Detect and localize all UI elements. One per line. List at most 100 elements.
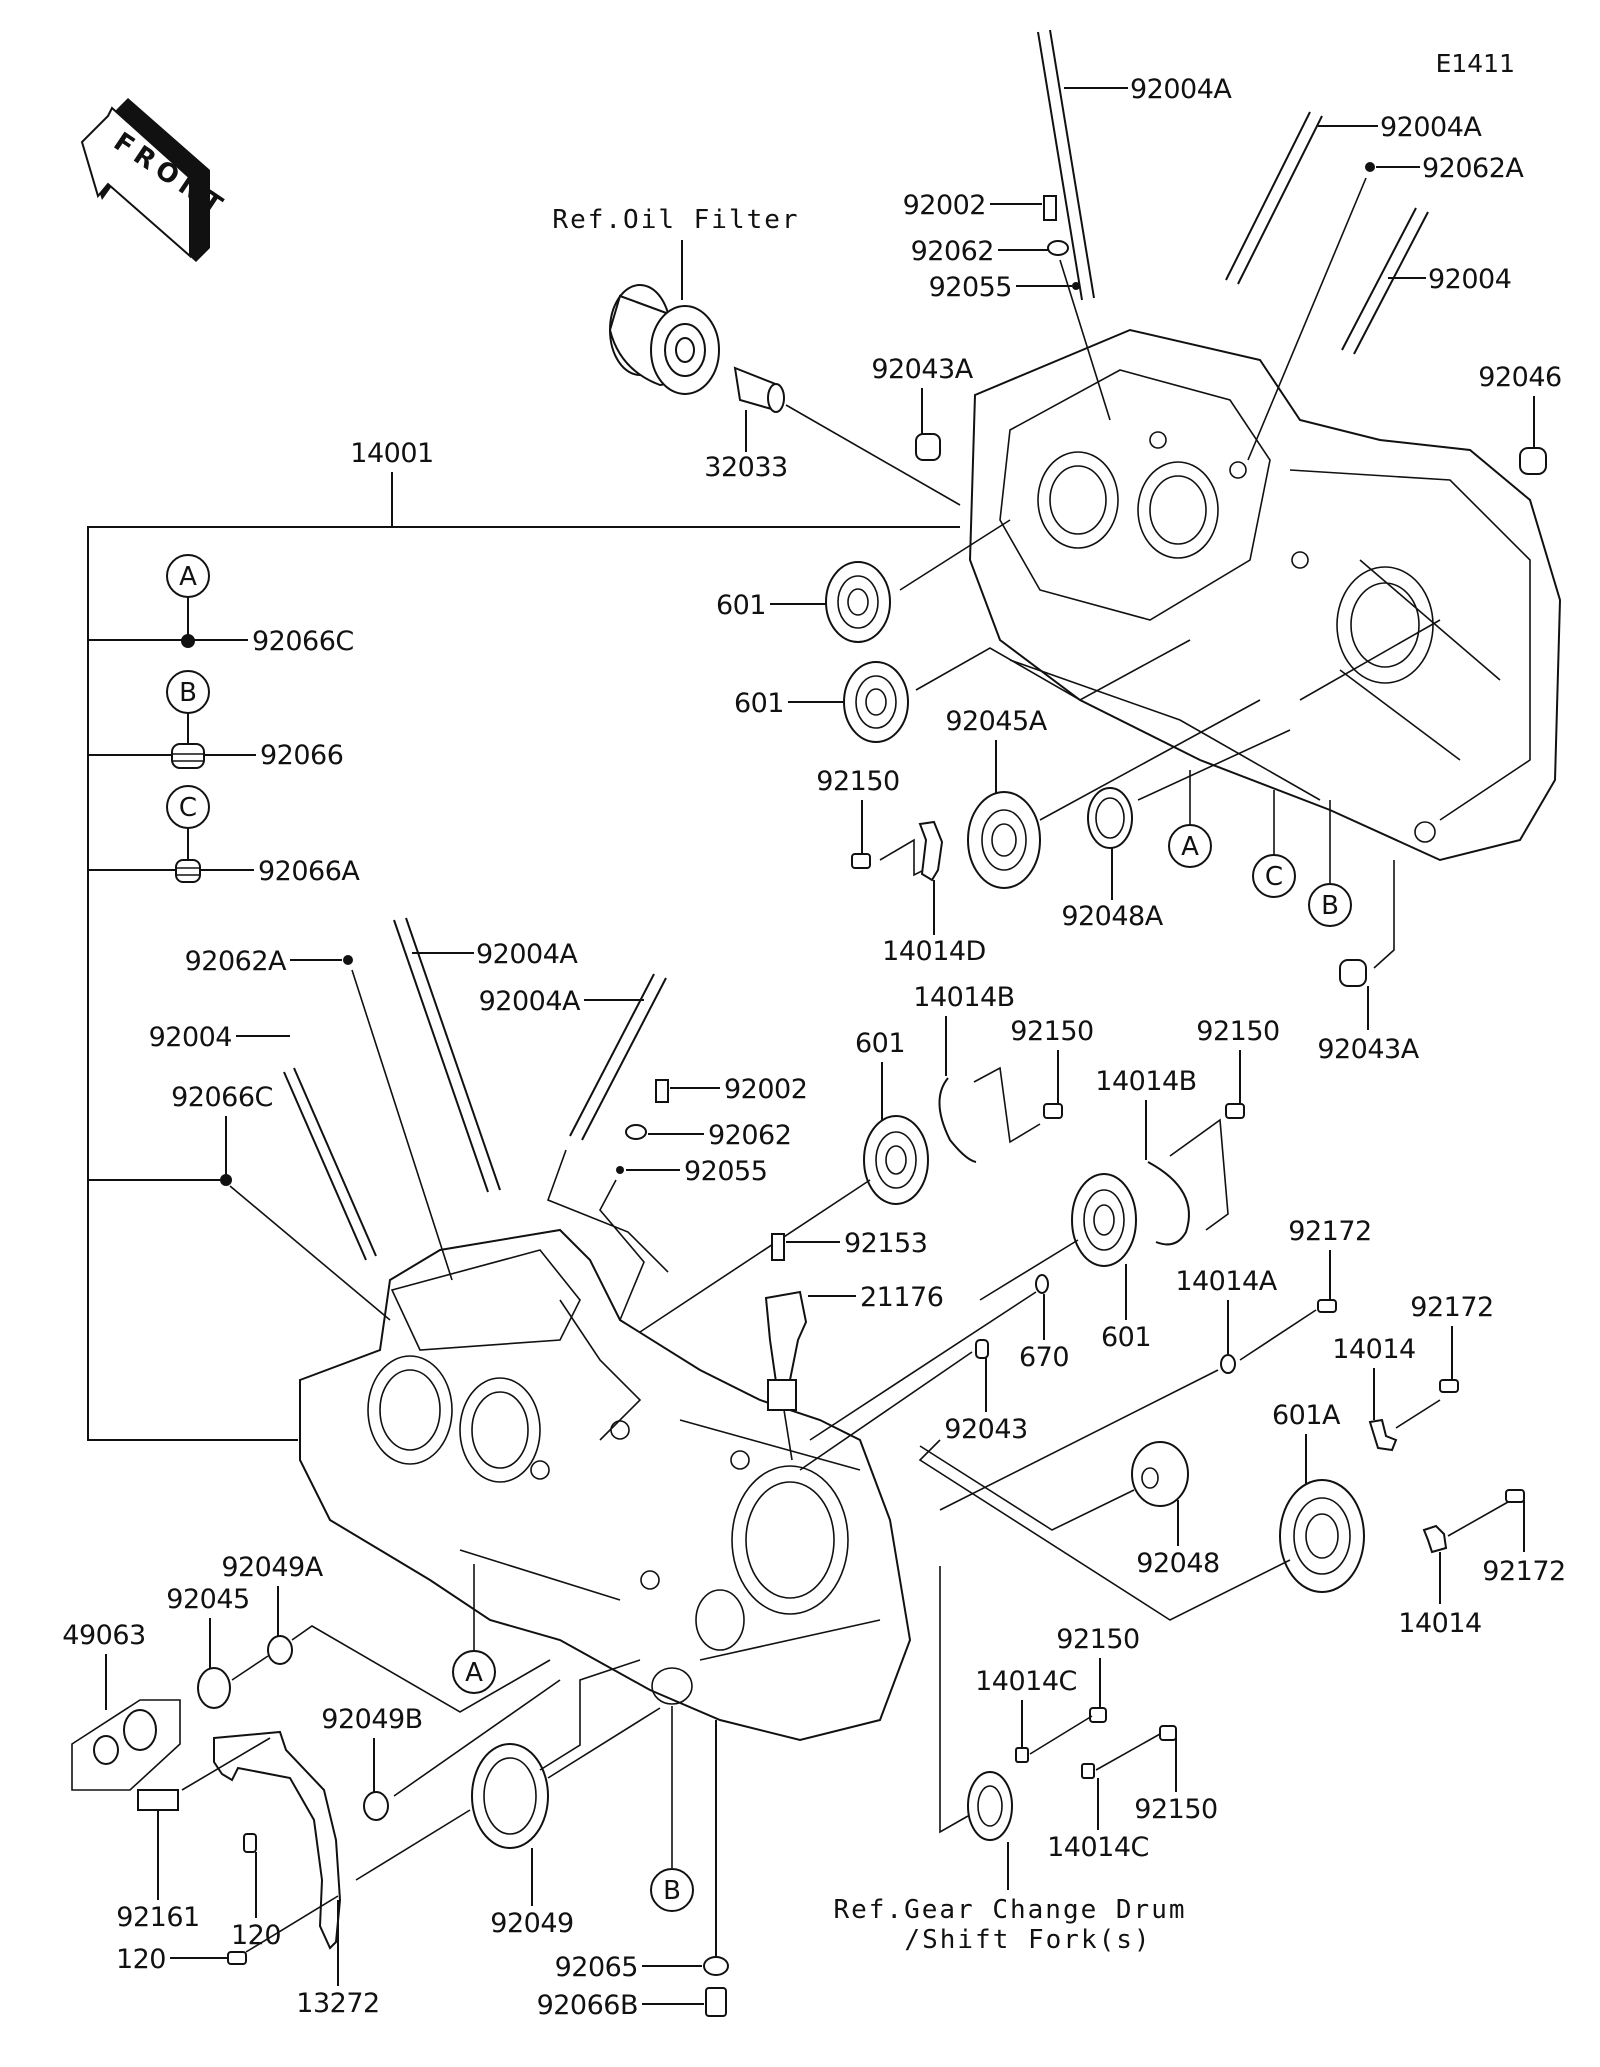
bearing-601-lower-1 [863,1115,929,1205]
ref-oil-filter-label: Ref.Oil Filter [552,205,799,235]
stud-92004a-top-1 [1037,29,1095,301]
label-601-upper-1: 601 [716,590,766,621]
plug-group-a: A 92066C [88,554,354,657]
label-21176: 21176 [860,1282,943,1313]
label-92172-3: 92172 [1482,1556,1565,1587]
assembly-label-14001: 14001 [350,438,433,469]
screw-92172-2 [1439,1379,1459,1393]
seal-49063-small [93,1735,119,1765]
screw-92172-3 [1505,1489,1525,1503]
bolt-120-2 [227,1951,247,1965]
label-92002-lower: 92002 [724,1074,807,1105]
label-92150-lower-2: 92150 [1134,1794,1217,1825]
clamp-14014-2 [1422,1524,1448,1554]
part-92066c-lower [220,1174,232,1186]
stud-92004a-lower-2 [569,973,667,1141]
label-92150-mid-2: 92150 [1196,1016,1279,1047]
label-120-2: 120 [116,1944,166,1975]
plug-group-b: B 92066 [88,670,344,771]
stud-92004-top [1341,207,1429,355]
label-601-upper-2: 601 [734,688,784,719]
label-14014b-1: 14014B [913,982,1014,1013]
label-92043a-top: 92043A [871,354,973,385]
label-92066c-lower: 92066C [171,1082,273,1113]
washer-92065 [703,1956,729,1976]
label-92048a: 92048A [1061,901,1163,932]
label-92066-top: 92066 [260,740,343,771]
washer-14014a [1220,1354,1236,1374]
plate-14014b-2 [1147,1161,1190,1246]
plug-92066b [705,1987,727,2017]
seal-92049 [471,1743,549,1849]
label-92049a: 92049A [221,1552,323,1583]
label-49063: 49063 [62,1620,145,1651]
label-92172-1: 92172 [1288,1216,1371,1247]
part-92043a-right [1339,959,1367,987]
label-92065: 92065 [555,1952,638,1983]
bolt-92150-lower-1 [1089,1707,1107,1723]
bolt-120-1 [243,1833,257,1853]
label-92004-top: 92004 [1428,264,1511,295]
label-14014d: 14014D [882,936,986,967]
label-14014c-2: 14014C [1047,1832,1149,1863]
label-plate-92161 [137,1789,179,1811]
seal-92049a [267,1635,293,1665]
label-92045a: 92045A [945,706,1047,737]
clamp-14014-1 [1368,1418,1398,1452]
label-92004a-lower-1: 92004A [476,939,578,970]
label-92150-mid-1: 92150 [1010,1016,1093,1047]
callout-c-upper: C [1265,862,1283,892]
seal-49063-large [123,1709,157,1751]
part-92002-lower [655,1079,669,1103]
label-14014-2: 14014 [1398,1608,1481,1639]
part-92062a-lower [343,955,353,965]
label-92002-top: 92002 [903,190,986,221]
cover-13272 [213,1730,342,1950]
label-601a: 601A [1272,1400,1341,1431]
label-601-lower-1: 601 [855,1028,905,1059]
label-92055-top: 92055 [929,272,1012,303]
label-92049b: 92049B [321,1704,422,1735]
label-92062a-lower: 92062A [185,946,287,977]
diagram-code: E1411 [1436,49,1515,78]
label-92153: 92153 [844,1228,927,1259]
stud-92004a-lower-1 [393,917,501,1193]
part-92062-lower [625,1124,647,1140]
part-92043a-top [915,433,941,461]
bolt-92150-lower-2 [1159,1725,1177,1741]
callout-a-lower: A [465,1658,483,1688]
label-92066b: 92066B [537,1990,638,2021]
label-92062-top: 92062 [911,236,994,267]
callout-a: A [179,562,197,592]
label-92004a-top-2: 92004A [1380,112,1482,143]
label-92150-lower-1: 92150 [1056,1624,1139,1655]
label-14014c-1: 14014C [975,1666,1077,1697]
label-92150-upper: 92150 [816,766,899,797]
part-92046 [1519,447,1547,475]
front-arrow-icon: FRONT [80,98,232,262]
callout-b: B [179,678,197,708]
dowel-92043 [975,1339,989,1359]
label-92045-lower: 92045 [166,1584,249,1615]
bearing-92045a [967,791,1041,889]
plug-group-c: C 92066A [88,785,361,887]
part-92153 [771,1233,785,1261]
label-92043: 92043 [944,1414,1027,1445]
label-92055-lower: 92055 [684,1156,767,1187]
oring-670 [1035,1274,1049,1294]
oil-filter-part [608,284,720,395]
bearing-92045 [197,1667,231,1709]
seal-92048a [1087,787,1133,849]
callout-b-upper: B [1321,891,1339,921]
label-14014b-2: 14014B [1095,1066,1196,1097]
bearing-601-upper-1 [825,561,891,643]
part-92062-top [1047,240,1069,256]
part-92150-mid-1 [1043,1103,1063,1119]
part-92055-top [1072,282,1080,290]
label-92049: 92049 [490,1908,573,1939]
plate-14014c-1 [1015,1747,1029,1763]
part-92150-upper [851,853,871,869]
label-92046: 92046 [1478,362,1561,393]
label-92004a-lower-2: 92004A [479,986,581,1017]
